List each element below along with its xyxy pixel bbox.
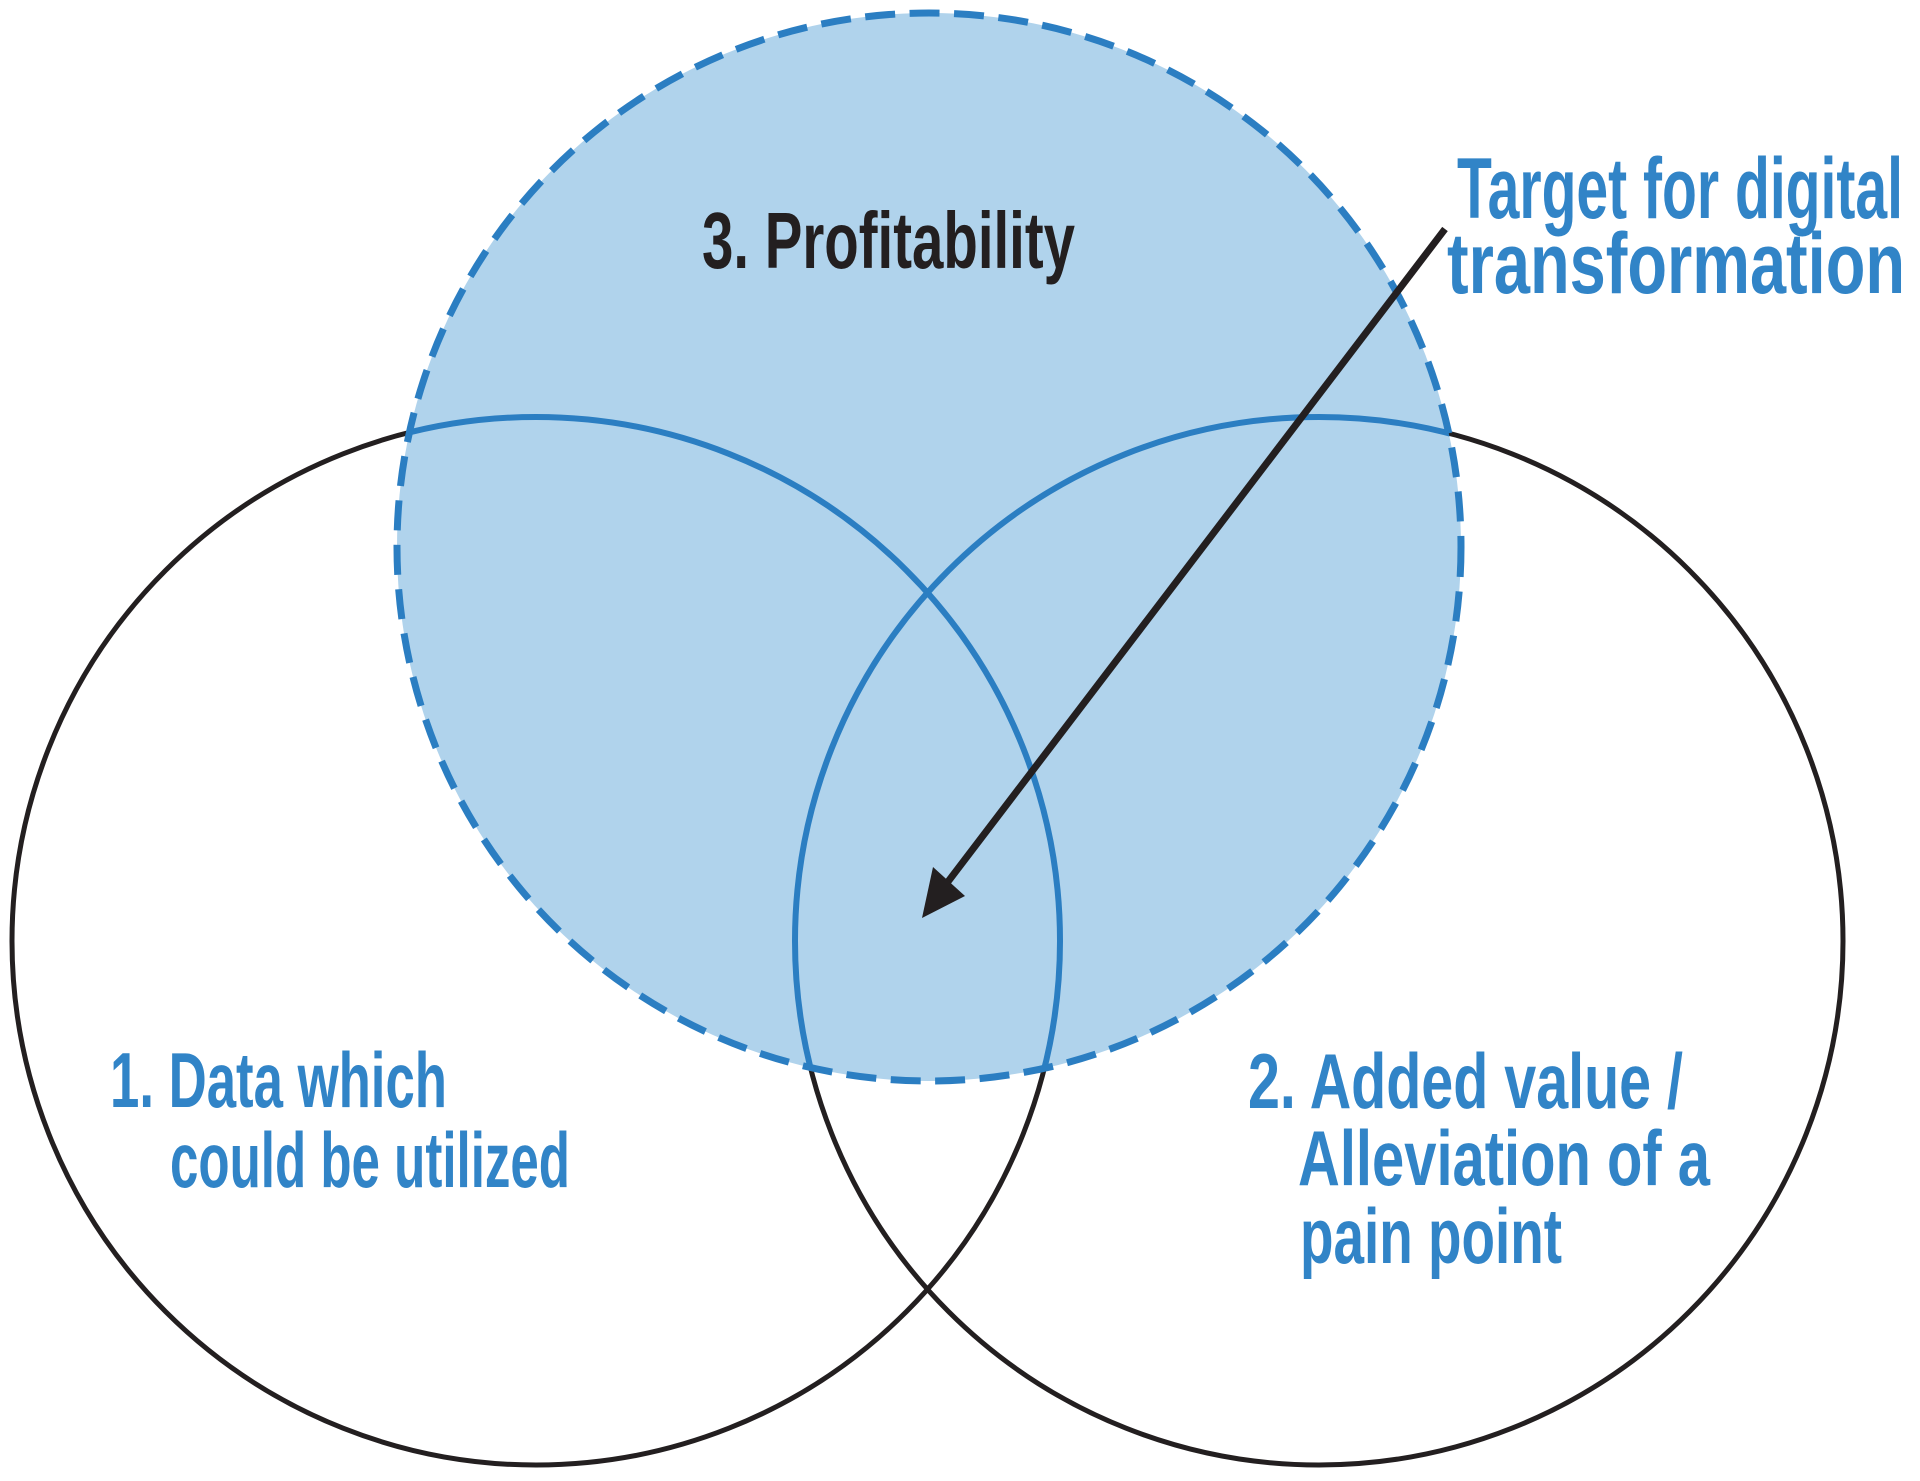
data-circle-label-line-1: 1. Data which xyxy=(110,1036,447,1124)
profitability-circle-fill xyxy=(397,13,1461,1081)
added-value-circle-label-line-3: pain point xyxy=(1300,1192,1562,1280)
added-value-circle-arc-in-blue xyxy=(792,414,1461,1081)
target-callout-line-2: transformation xyxy=(1447,216,1905,312)
profitability-label: 3. Profitability xyxy=(702,196,1075,285)
profitability-circle-dashed-outline xyxy=(393,9,1465,1085)
added-value-circle-label-line-2: Alleviation of a xyxy=(1298,1114,1710,1202)
target-callout-line-1: Target for digital xyxy=(1457,141,1903,237)
added-value-circle-label-line-1: 2. Added value / xyxy=(1248,1037,1683,1125)
data-circle-label-line-2: could be utilized xyxy=(170,1116,570,1204)
annotation-arrowhead-icon xyxy=(922,867,965,918)
data-circle-arc-in-blue xyxy=(397,414,1063,1081)
annotation-arrow-line xyxy=(944,226,1448,886)
